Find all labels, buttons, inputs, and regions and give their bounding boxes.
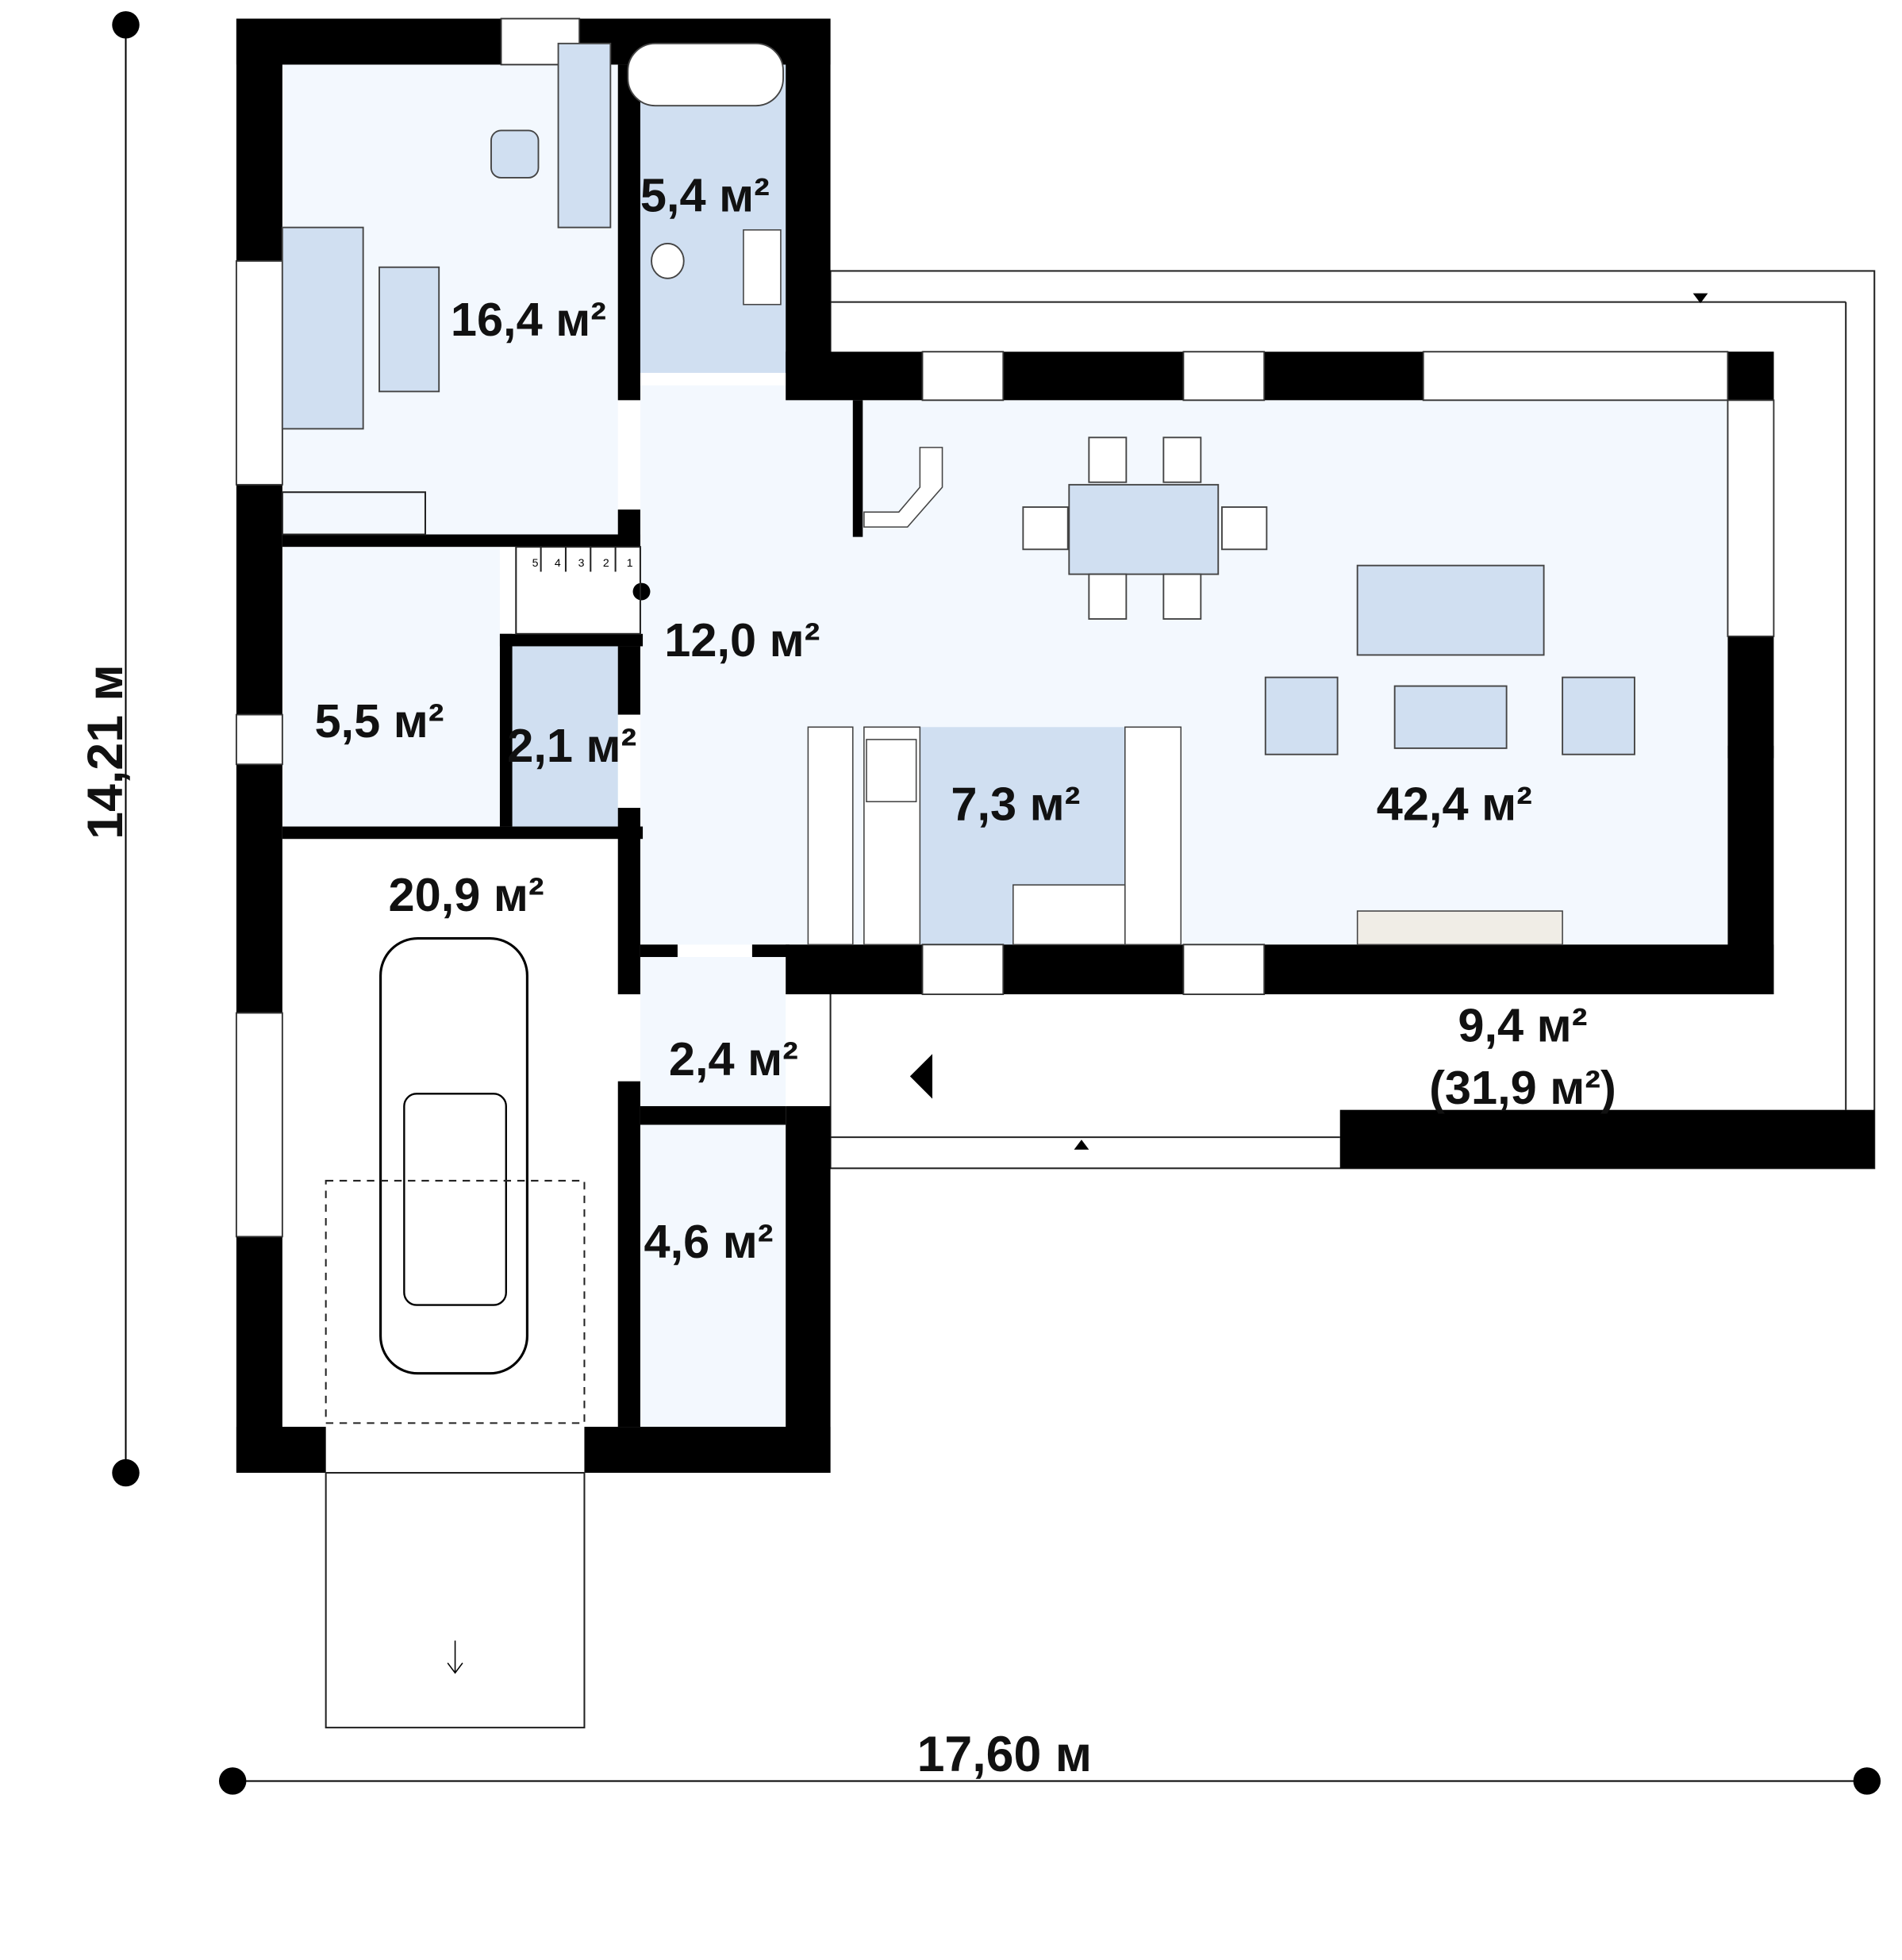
furniture — [281, 42, 1635, 946]
terrace — [829, 270, 1876, 1170]
wardrobe — [281, 491, 426, 536]
room-label-living: 42,4 м² — [1377, 778, 1532, 831]
stove — [866, 739, 917, 803]
stair-number: 4 — [555, 556, 561, 569]
room-labels: 16,4 м² 5,4 м² 12,0 м² 5,5 м² 2,1 м² 7,3… — [314, 168, 1616, 1268]
windows — [235, 17, 1775, 1238]
toilet — [651, 243, 685, 279]
coffee-table — [378, 266, 440, 393]
room-label-vestibule: 2,4 м² — [669, 1032, 798, 1086]
kitchen-counter — [1124, 726, 1182, 946]
fireplace — [863, 447, 943, 528]
room-label-terrace-total: (31,9 м²) — [1429, 1061, 1616, 1114]
dining-chairs — [1022, 436, 1268, 620]
room-label-garage: 20,9 м² — [389, 868, 544, 921]
entrance-arrow-icon — [909, 1054, 933, 1099]
room-label-wc: 2,1 м² — [507, 719, 636, 772]
coffee-table — [1393, 685, 1508, 749]
room-label-study: 16,4 м² — [451, 293, 606, 346]
garage-contents — [325, 936, 586, 1729]
room-label-utility: 5,5 м² — [314, 694, 444, 747]
sink — [743, 229, 782, 306]
dimension-lines: 14,21 м 17,60 м — [78, 11, 1881, 1795]
armchair — [1264, 676, 1339, 755]
stair-number: 3 — [578, 556, 585, 569]
room-label-hall: 12,0 м² — [664, 613, 820, 667]
stair-number: 1 — [627, 556, 633, 569]
stair-number: 2 — [603, 556, 609, 569]
tv-unit — [1356, 910, 1563, 946]
kitchen-sink — [1012, 884, 1126, 946]
post — [632, 582, 651, 601]
room-label-storage: 4,6 м² — [644, 1215, 774, 1268]
sofa — [281, 226, 364, 430]
room-label-bathroom: 5,4 м² — [640, 168, 770, 221]
dining-table — [1068, 483, 1220, 575]
height-dimension: 14,21 м — [78, 664, 133, 839]
stair-number: 5 — [532, 556, 539, 569]
hall-wardrobe — [807, 726, 854, 946]
chair — [490, 129, 540, 179]
bathtub — [627, 42, 784, 107]
room-label-kitchen: 7,3 м² — [951, 778, 1080, 831]
sofa — [1356, 564, 1545, 656]
width-dimension: 17,60 м — [917, 1727, 1093, 1782]
armchair — [1562, 676, 1635, 755]
desk — [557, 42, 612, 229]
room-label-terrace: 9,4 м² — [1458, 999, 1587, 1052]
driveway — [325, 1472, 586, 1729]
arrow-down-icon — [447, 1640, 463, 1674]
stairs: 5 4 3 2 1 — [515, 546, 641, 635]
